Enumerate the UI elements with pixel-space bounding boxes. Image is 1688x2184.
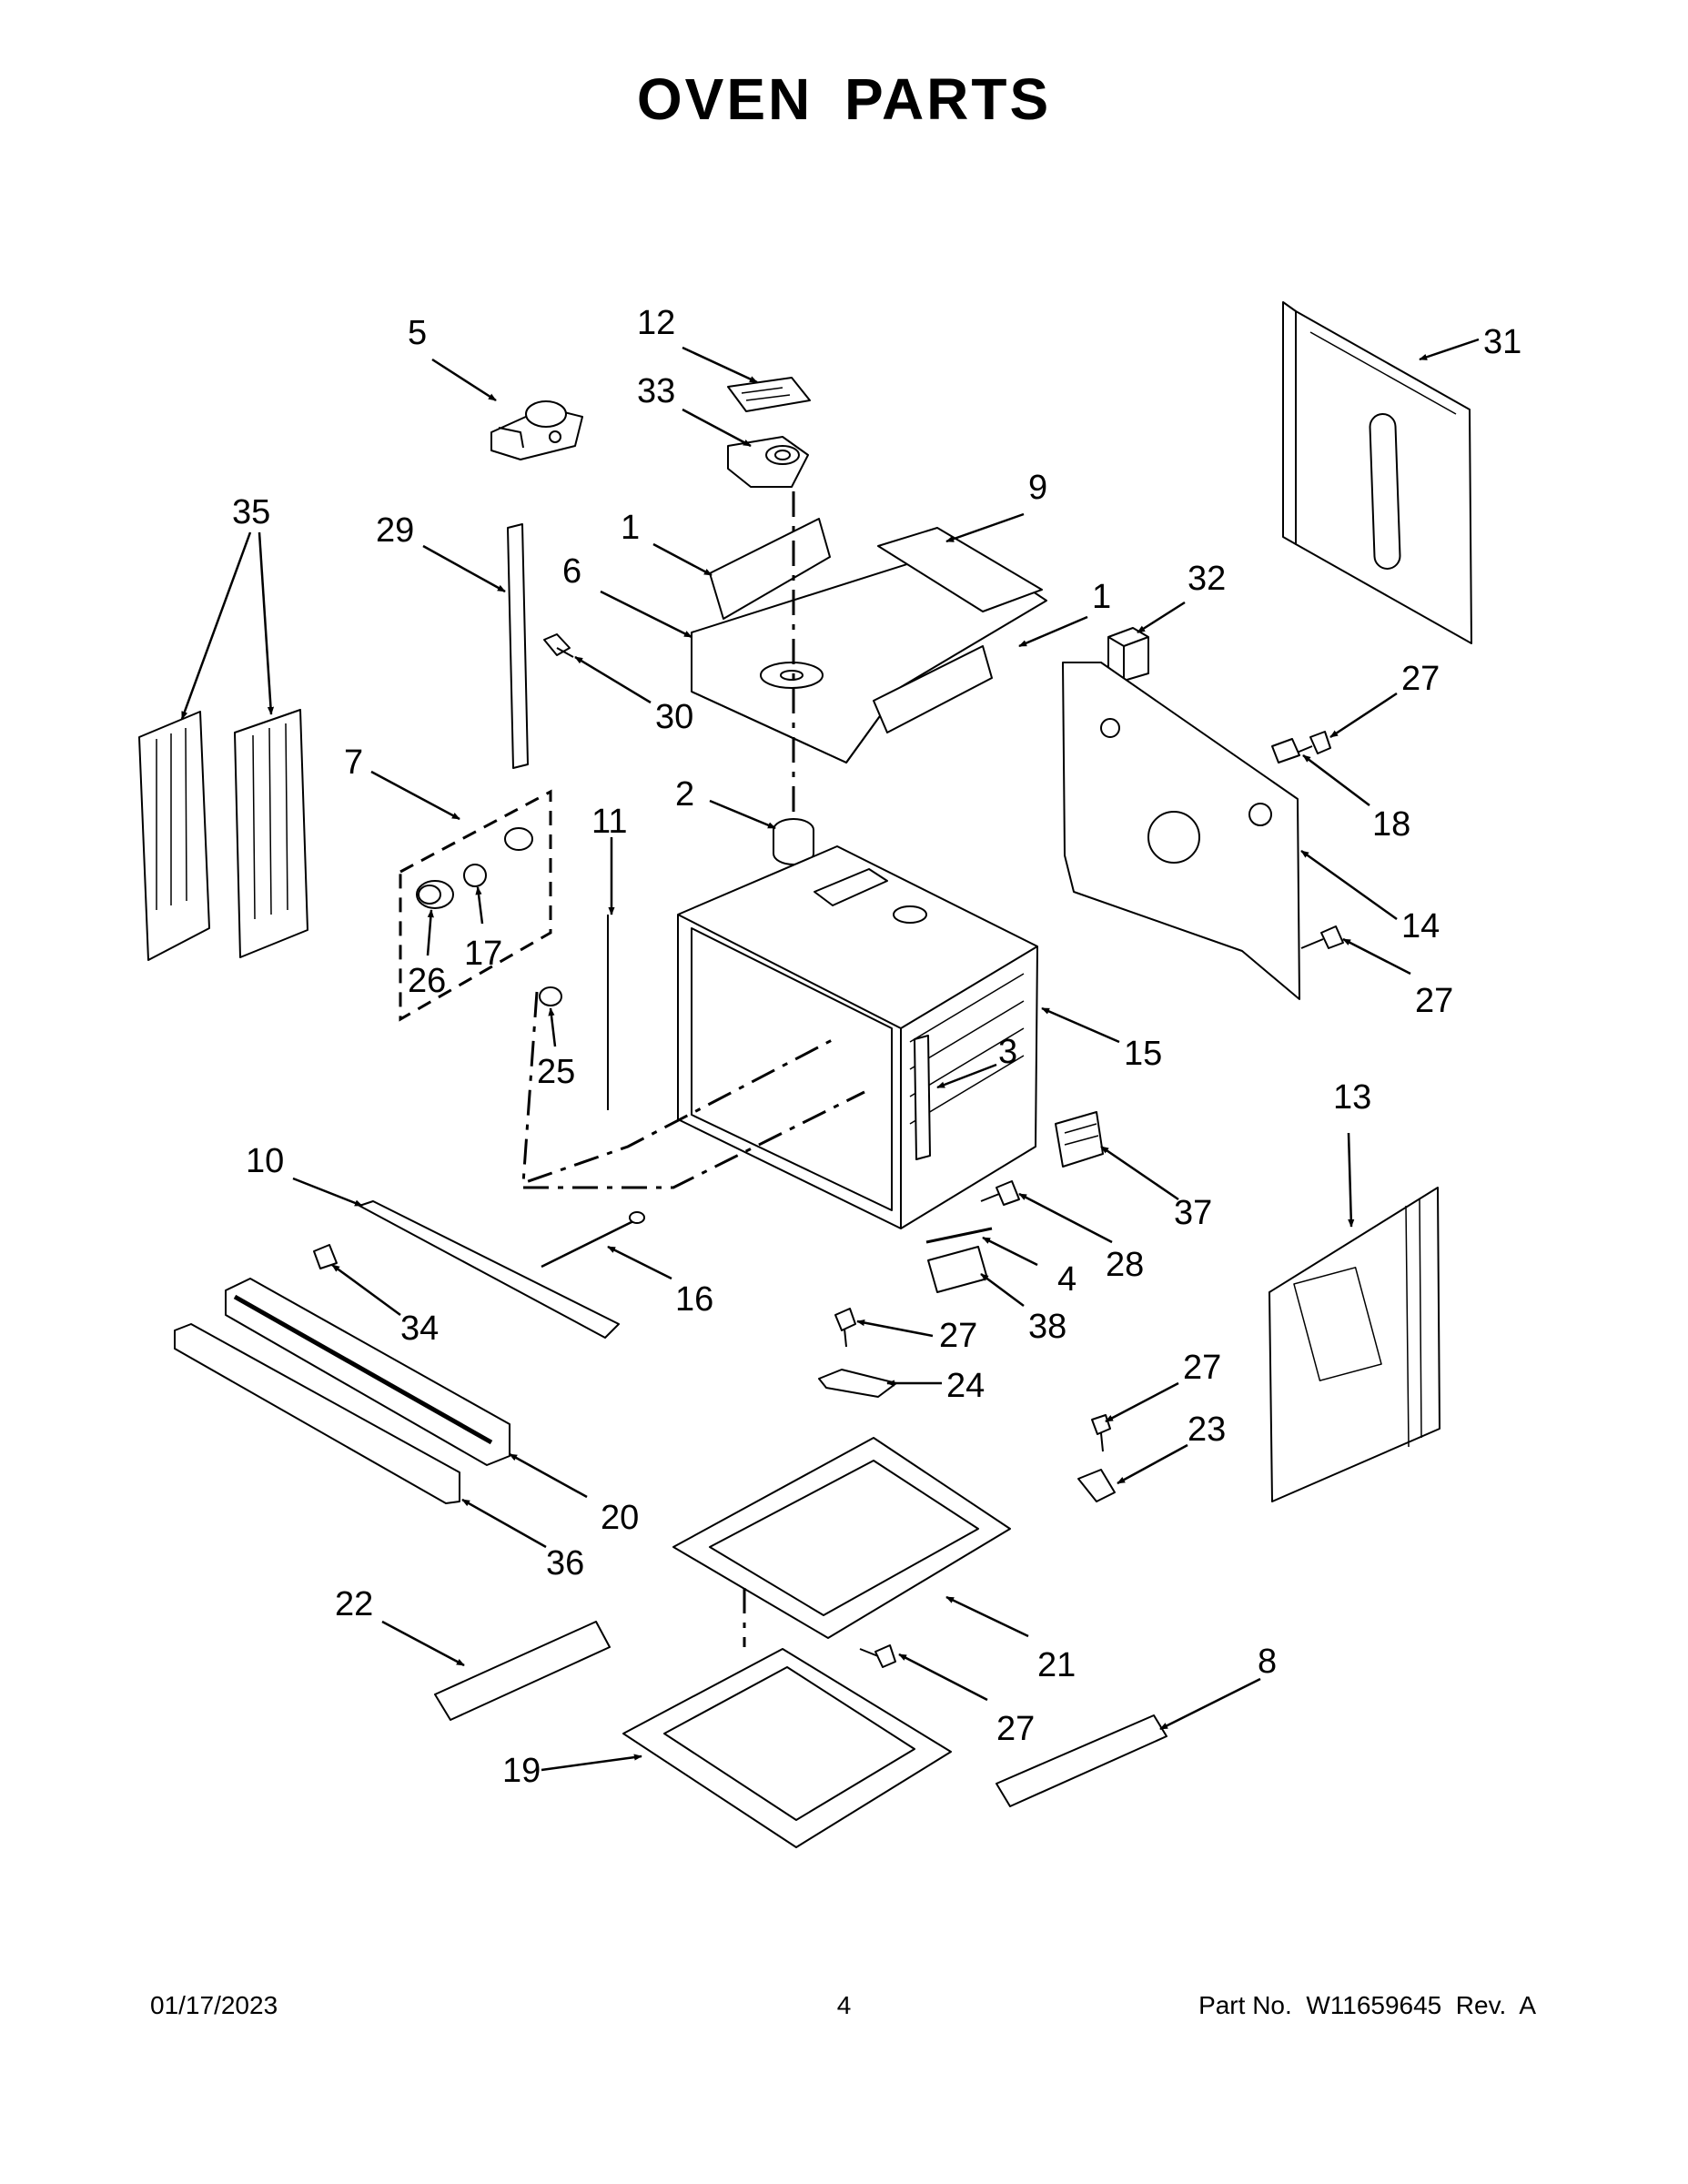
callout-23: 23 [1188, 1410, 1226, 1449]
part-lamp-socket [504, 827, 533, 851]
callout-27-e: 27 [996, 1710, 1035, 1748]
part-37-filter [1055, 1111, 1104, 1168]
callout-24: 24 [946, 1367, 985, 1405]
part-29-gasket-strip [507, 523, 529, 769]
callout-28: 28 [1106, 1246, 1144, 1284]
part-10-front-trim [359, 1200, 620, 1339]
part-21-door-frame [672, 1437, 1011, 1639]
part-34-screw [313, 1244, 338, 1269]
part-12-vent-cover [727, 377, 811, 412]
callout-11: 11 [591, 803, 627, 841]
callout-26: 26 [408, 962, 446, 1000]
callout-29: 29 [376, 511, 414, 550]
footer-date: 01/17/2023 [150, 1991, 278, 2019]
part-6-top-panel [691, 545, 1047, 763]
callout-1-top: 1 [621, 509, 640, 547]
callout-21: 21 [1037, 1646, 1076, 1684]
callout-19: 19 [502, 1752, 541, 1790]
part-3-bracket [914, 1035, 931, 1160]
callout-35: 35 [232, 493, 270, 531]
callout-31: 31 [1483, 323, 1521, 361]
callout-27-d: 27 [1183, 1349, 1221, 1387]
callout-12: 12 [637, 304, 675, 342]
part-27-screw-a [1289, 731, 1331, 756]
callout-27-c: 27 [939, 1317, 977, 1355]
callout-27-b: 27 [1415, 982, 1453, 1020]
part-7-group-outline [399, 789, 552, 1022]
callout-22: 22 [335, 1585, 373, 1623]
assembly-centerlines [521, 491, 865, 1647]
part-14-side-panel [1062, 662, 1300, 1000]
callout-labels: 5 12 33 31 35 29 1 9 6 1 32 30 27 7 2 11… [232, 304, 1521, 1790]
callout-3: 3 [998, 1033, 1017, 1071]
part-28-screw [980, 1180, 1020, 1206]
part-23-clip [1077, 1469, 1116, 1502]
part-31-rear-panel [1282, 301, 1472, 644]
callout-5: 5 [408, 314, 427, 352]
callout-16: 16 [675, 1280, 713, 1319]
part-17-lamp-bulb [463, 864, 487, 887]
callout-2: 2 [675, 775, 694, 814]
callout-leaders [180, 338, 1480, 1772]
part-33-vent-duct [727, 436, 809, 488]
part-27-screw-e [859, 1644, 896, 1668]
footer-page-number: 4 [836, 1991, 852, 2019]
callout-4: 4 [1057, 1260, 1076, 1299]
part-32-box [1107, 627, 1149, 682]
part-15-oven-cavity [677, 845, 1038, 1229]
part-36-bottom-trim [174, 1323, 460, 1504]
part-18-clip [1271, 738, 1300, 763]
footer-part-number: Part No. W11659645 Rev. A [1198, 1991, 1536, 2019]
part-9-shield [877, 527, 1043, 612]
callout-8: 8 [1258, 1643, 1277, 1681]
callout-37: 37 [1174, 1194, 1212, 1232]
part-13-side-wrapper [1269, 1187, 1440, 1502]
part-16-sensor [541, 1211, 645, 1269]
callout-38: 38 [1028, 1308, 1066, 1346]
part-2-fan-hub [773, 818, 814, 865]
callout-10: 10 [246, 1142, 284, 1180]
part-1-bracket-left [709, 518, 831, 620]
callout-34: 34 [400, 1309, 439, 1348]
part-26-lamp-housing [416, 880, 454, 909]
callout-36: 36 [546, 1544, 584, 1582]
part-24-bracket [818, 1369, 897, 1398]
callout-18: 18 [1372, 805, 1410, 844]
callout-17: 17 [464, 935, 502, 973]
part-19-bottom-panel [622, 1648, 952, 1848]
page-title: OVEN PARTS [636, 66, 1052, 132]
callout-20: 20 [601, 1499, 639, 1537]
part-22-left-slide [434, 1621, 611, 1721]
part-38-hinge-block [927, 1246, 988, 1293]
part-27-screw-b [1300, 925, 1344, 949]
part-4-rod [925, 1227, 993, 1244]
callout-1-right: 1 [1092, 578, 1111, 616]
part-30-screw [543, 633, 574, 658]
callout-33: 33 [637, 372, 675, 410]
part-5-motor-assembly [490, 400, 583, 460]
part-20-vent-grille [225, 1278, 510, 1466]
callout-32: 32 [1188, 560, 1226, 598]
callout-7: 7 [344, 743, 363, 782]
part-25-button [539, 986, 562, 1006]
part-8-right-slide [996, 1714, 1167, 1807]
callout-9: 9 [1028, 469, 1047, 507]
part-27-screw-c [834, 1308, 856, 1348]
callout-25: 25 [537, 1053, 575, 1091]
part-1-bracket-right [873, 645, 993, 733]
callout-15: 15 [1124, 1035, 1162, 1073]
callout-14: 14 [1401, 907, 1440, 945]
part-35-side-panels [138, 709, 308, 961]
callout-30: 30 [655, 698, 693, 736]
callout-27-a: 27 [1401, 660, 1440, 698]
callout-6: 6 [562, 552, 581, 591]
callout-13: 13 [1333, 1078, 1371, 1117]
